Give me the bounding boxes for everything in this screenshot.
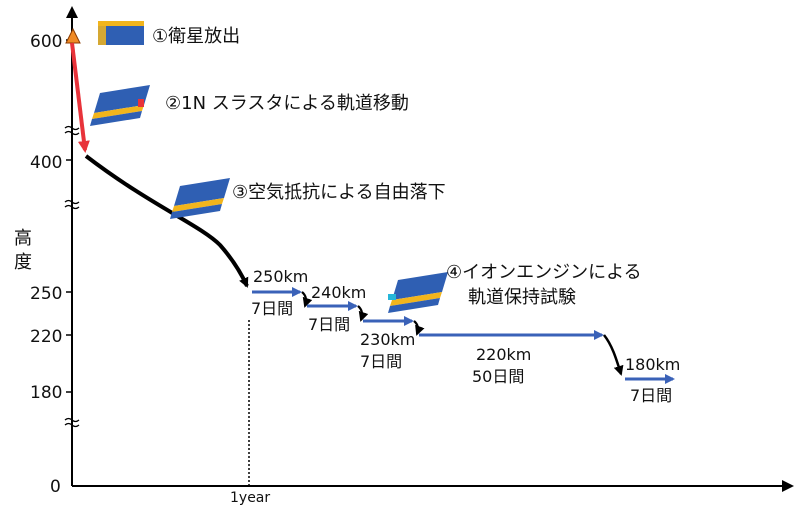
- satellite-icon: [170, 178, 230, 219]
- phase-4-label-line-2: 軌道保持試験: [468, 287, 576, 308]
- drop-arrow: [413, 320, 425, 336]
- y-tick-600: 600: [30, 32, 62, 52]
- y-tick-250: 250: [30, 284, 62, 304]
- y-axis: [66, 6, 78, 486]
- segment-5-altitude: 180km: [625, 355, 680, 374]
- x-tick-1year: 1year: [230, 490, 270, 506]
- segment-3-altitude: 230km: [360, 330, 415, 349]
- y-tick-0: 0: [50, 477, 61, 497]
- segment-3-duration: 7日間: [360, 352, 402, 371]
- free-fall-decay-path: [84, 154, 249, 288]
- segment-5-duration: 7日間: [630, 386, 672, 405]
- segment-4-duration: 50日間: [472, 367, 524, 386]
- phase-4-label-line-1: ④イオンエンジンによる: [446, 262, 642, 283]
- segment-2-duration: 7日間: [308, 315, 350, 334]
- drop-arrow: [301, 291, 313, 308]
- y-tick-220: 220: [30, 327, 62, 347]
- satellite-icon: [98, 21, 144, 45]
- segment-4-altitude: 220km: [476, 345, 531, 364]
- launch-marker-triangle-icon: [65, 27, 81, 44]
- satellite-icon: [388, 272, 448, 313]
- y-tick-400: 400: [30, 153, 62, 173]
- segment-1-altitude: 250km: [253, 267, 308, 286]
- orbit-hold-segments: [252, 287, 675, 384]
- axis-break-icon: [64, 125, 80, 428]
- phase-2-label: ②1N スラスタによる軌道移動: [165, 93, 409, 114]
- satellite-icon: [90, 85, 150, 126]
- x-axis: [72, 480, 794, 492]
- phase-3-label: ③空気抵抗による自由落下: [232, 182, 446, 203]
- y-axis-title-line-2: 度: [14, 252, 32, 273]
- drop-arrow: [603, 334, 624, 376]
- y-axis-title-line-1: 高: [14, 228, 32, 249]
- thruster-transfer-path: [70, 42, 90, 153]
- y-tick-180: 180: [30, 383, 62, 403]
- phase-1-label: ①衛星放出: [152, 26, 240, 47]
- segment-2-altitude: 240km: [311, 283, 366, 302]
- drop-arrow: [357, 305, 369, 322]
- segment-1-duration: 7日間: [251, 299, 293, 318]
